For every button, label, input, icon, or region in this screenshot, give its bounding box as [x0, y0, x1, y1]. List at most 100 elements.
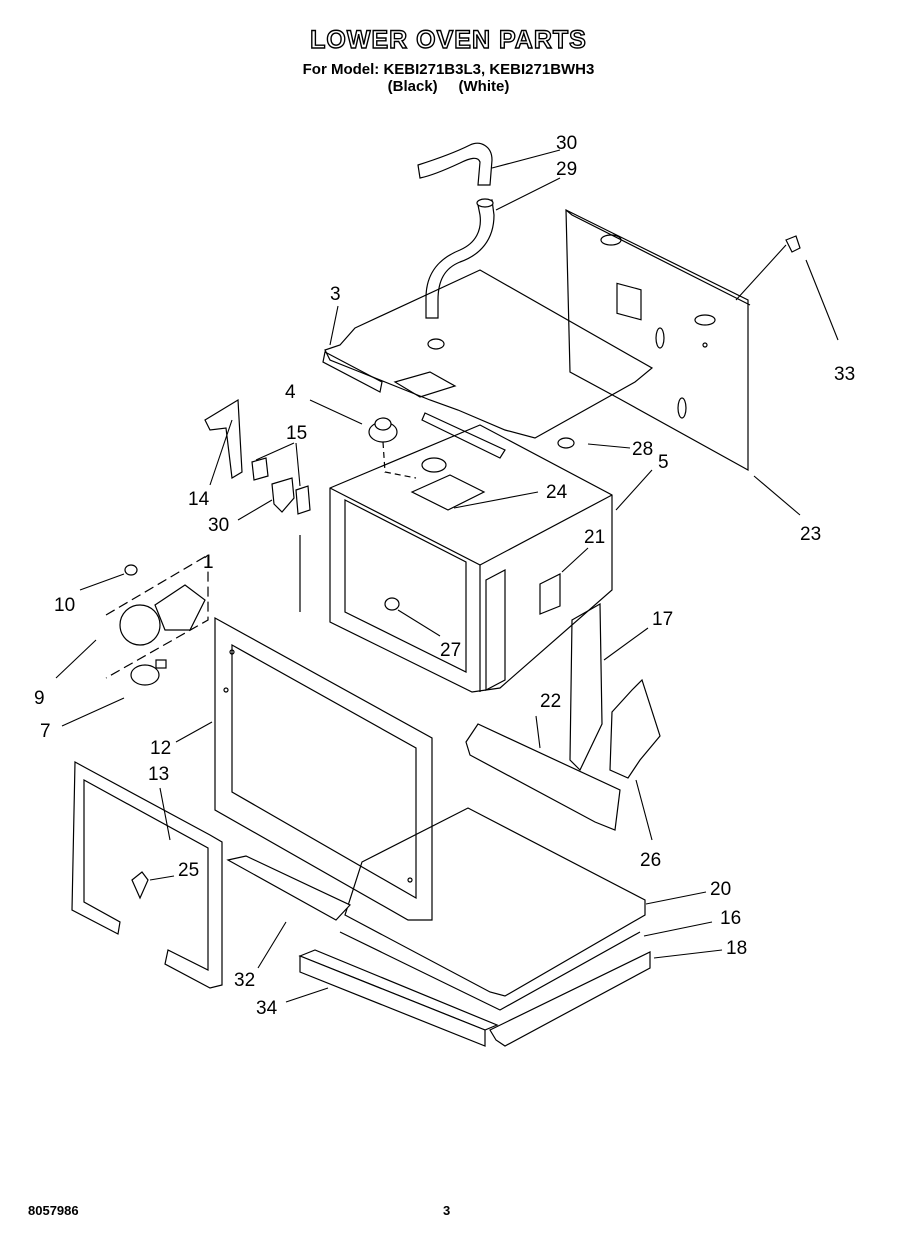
leader-17: [653, 949, 723, 959]
part-19-bottom-panel: [344, 807, 646, 997]
callout-22: 23: [800, 524, 821, 545]
part-12-front-frame: [214, 616, 433, 921]
leader-26: [397, 609, 441, 637]
part-15-switch: [295, 485, 311, 515]
callout-12: 12: [150, 738, 171, 759]
callout-26: 27: [440, 640, 461, 661]
part-28-vent-tube: [425, 199, 495, 319]
blower-top: [374, 417, 392, 431]
frame-hole: [229, 649, 235, 655]
leader-16: [643, 921, 713, 937]
part-5-oven-cavity: [329, 424, 613, 693]
vent-hole: [427, 338, 445, 350]
callout-19: 20: [710, 879, 731, 900]
leader-20: [561, 547, 589, 573]
blower-dash: [382, 441, 417, 479]
callout-34: 34: [256, 998, 278, 1019]
callout-1: 1: [203, 552, 214, 573]
part-15-switch: [251, 457, 269, 481]
part-32-kick-plate: [226, 855, 352, 921]
front-frame-opening: [231, 643, 417, 900]
callout-15: 15: [286, 423, 307, 444]
back-panel-edge: [565, 209, 751, 306]
part-18-bracket: [569, 602, 603, 772]
part-3-top-panel: [324, 269, 654, 439]
leader-33: [805, 259, 839, 341]
callout-13: 13: [148, 764, 169, 785]
part-34-vent-grille: [298, 949, 499, 1031]
bulb-base: [155, 659, 167, 669]
callout-21: 22: [540, 691, 561, 712]
part-1-light-assembly-outline: [105, 553, 209, 679]
part-33-clip: [785, 235, 801, 253]
leader-23: [453, 491, 539, 509]
part-25-hinge: [609, 678, 661, 779]
callout-25: 26: [640, 850, 661, 871]
leader-lines: [55, 149, 839, 1003]
part-22-back-panel: [565, 209, 749, 472]
cavity-top-cutout: [410, 474, 486, 511]
vent-grille-face: [299, 955, 486, 1047]
cavity-top-edge: [479, 494, 613, 566]
callout-29: 30: [556, 133, 577, 154]
callout-28: 29: [556, 159, 577, 180]
leader-28: [495, 177, 561, 211]
leader-13: [159, 787, 171, 841]
cavity-front-edge: [329, 487, 481, 692]
back-panel-hole: [677, 397, 687, 419]
cavity-top-hole: [421, 457, 447, 473]
callout-7: 7: [40, 721, 51, 742]
callout-numbers: 30 29 3 4 15 14 30 28 5 24 23 33 21 27 1…: [34, 133, 855, 1019]
frame-hole: [407, 877, 413, 883]
part-17-rail: [489, 951, 651, 1047]
leader-27: [587, 443, 631, 449]
top-panel-flange: [322, 351, 383, 393]
callout-3: 3: [330, 284, 341, 305]
callout-9: 9: [34, 688, 45, 709]
leader-30: [237, 499, 273, 521]
callout-30: 30: [208, 515, 229, 536]
callout-17: 18: [726, 938, 747, 959]
callout-23: 24: [546, 482, 568, 503]
callout-5: 5: [658, 452, 669, 473]
part-9-light-lens: [119, 604, 161, 646]
callout-4: 4: [285, 382, 296, 403]
callout-18: 17: [652, 609, 673, 630]
top-panel-slot: [393, 371, 457, 398]
leader-25: [635, 779, 653, 841]
leader-15a: [255, 442, 295, 461]
callout-27: 28: [632, 439, 653, 460]
light-socket: [154, 584, 206, 631]
back-panel-hole: [694, 314, 716, 326]
part-29-vent-tube: [417, 142, 493, 186]
clip-leader: [735, 244, 787, 301]
callout-20: 21: [584, 527, 605, 548]
part-26-cavity-light-hole: [384, 597, 400, 611]
callout-33: 33: [834, 364, 855, 385]
leader-24: [149, 875, 175, 881]
callout-14: 14: [188, 489, 210, 510]
cavity-side-bracket: [485, 569, 506, 691]
page-number: 3: [443, 1203, 451, 1218]
leader-15b: [295, 442, 301, 487]
leader-12: [175, 721, 213, 743]
leader-14: [209, 419, 233, 486]
back-panel-hole: [655, 327, 665, 349]
leader-32: [257, 921, 287, 969]
callout-10: 10: [54, 595, 75, 616]
callout-24: 25: [178, 860, 199, 881]
model-line: For Model: KEBI271B3L3, KEBI271BWH3: [302, 61, 595, 78]
part-24-clip: [131, 871, 149, 900]
leader-4: [309, 399, 363, 425]
leader-21: [535, 715, 541, 749]
part-27-plug: [557, 437, 575, 449]
part-21-rail: [465, 723, 621, 831]
leader-9: [55, 639, 97, 679]
leader-10: [79, 573, 125, 591]
leader-18: [603, 627, 649, 661]
tube-end: [476, 198, 494, 208]
top-panel-front-lip: [421, 412, 506, 459]
back-panel-hole: [600, 234, 622, 246]
back-panel-hole: [702, 342, 708, 348]
